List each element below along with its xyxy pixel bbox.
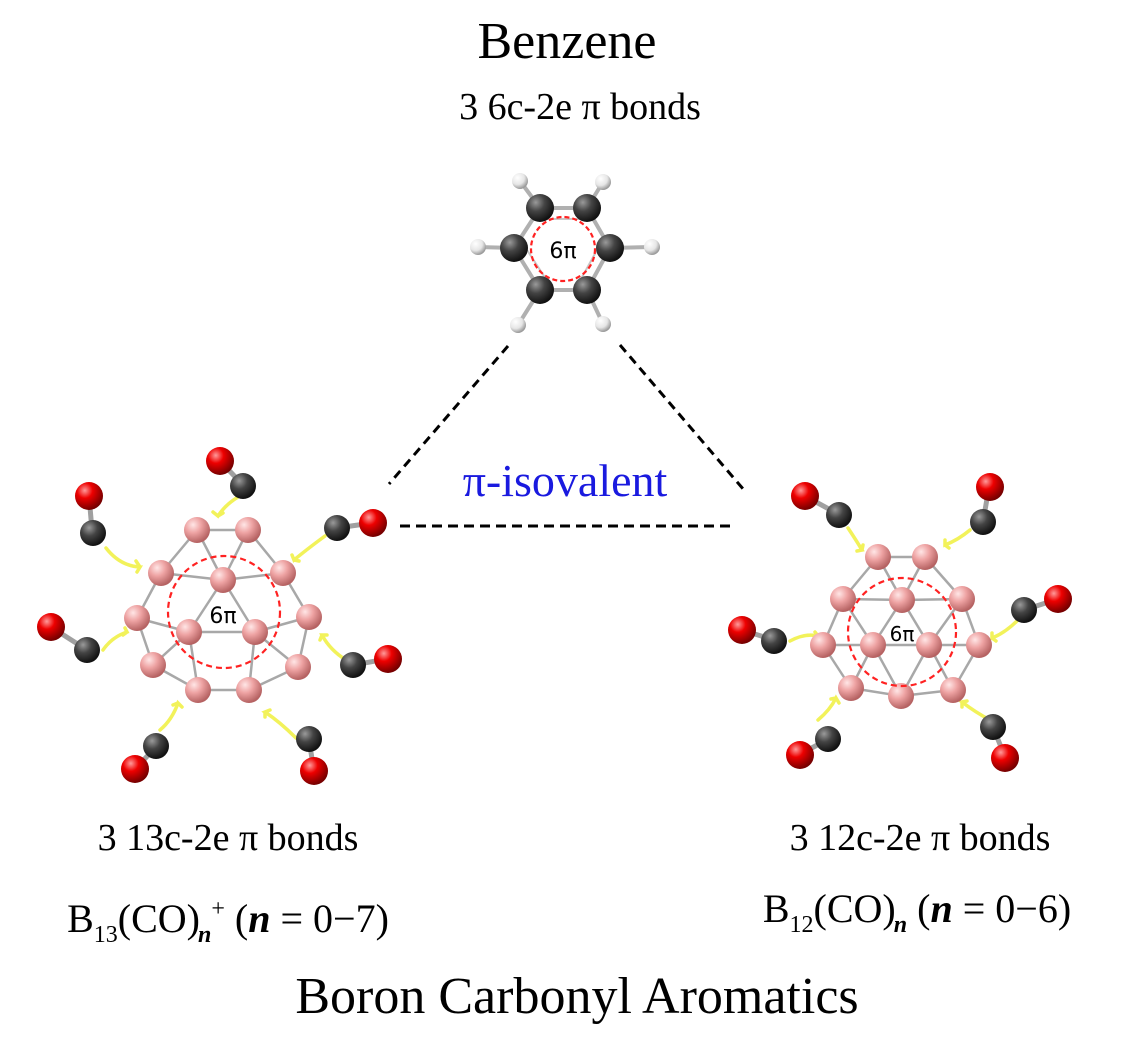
benzene-ring-label: 6π [549, 239, 576, 264]
oxygen-atoms [37, 447, 402, 785]
boron-atoms-right [810, 544, 992, 709]
dash-line-right [618, 344, 746, 491]
boron-carbonyl-title: Boron Carbonyl Aromatics [295, 968, 859, 1025]
benzene-title: Benzene [477, 13, 657, 70]
carbon-atoms-right [761, 502, 1037, 752]
b13-formula-n: n [197, 922, 212, 948]
b13-formula-group: (CO) [117, 896, 200, 941]
b13-formula-open: ( [224, 896, 249, 941]
oxygen-atoms-right [728, 473, 1072, 772]
b13-formula-range: = 0−7) [270, 896, 389, 941]
b13-formula-atoms: 13 [93, 922, 118, 948]
boron-atoms [124, 517, 322, 703]
benzene-bonds-label: 3 6c-2e π bonds [459, 86, 701, 128]
b12-formula-atoms: 12 [789, 912, 814, 938]
b13-bonds-label: 3 13c-2e π bonds [97, 817, 359, 859]
b13-formula-base: B [67, 896, 94, 941]
b12-ring-label: 6π [890, 622, 915, 646]
b12-formula: B12(CO)n (n = 0−6) [763, 884, 1071, 950]
b13-ring-label: 6π [209, 604, 236, 629]
b12-formula-base: B [762, 886, 790, 931]
carbon-atoms [74, 473, 366, 759]
b12-bonds-label: 3 12c-2e π bonds [789, 817, 1051, 859]
b13-cluster: 6π [37, 447, 402, 785]
b13-formula-var: n [248, 896, 271, 941]
b12-formula-group: (CO) [813, 886, 896, 931]
b12-formula-n: n [893, 912, 908, 938]
b12-formula-open: ( [907, 886, 931, 931]
b12-pi-circle [846, 576, 958, 688]
b12-cluster: 6π [728, 473, 1072, 772]
b12-formula-var: n [930, 886, 953, 931]
benzene-molecule: 6π [470, 173, 660, 333]
benzene-pi-circle [529, 215, 597, 283]
b13-formula: B13(CO)n+ (n = 0−7) [67, 884, 389, 960]
dash-line-left [387, 345, 510, 485]
b13-pi-circle [166, 554, 282, 670]
dashed-connectors [387, 344, 746, 528]
pi-isovalent-label: π-isovalent [462, 455, 668, 506]
b13-formula-charge: + [211, 896, 225, 922]
b12-formula-range: = 0−6) [952, 886, 1072, 931]
